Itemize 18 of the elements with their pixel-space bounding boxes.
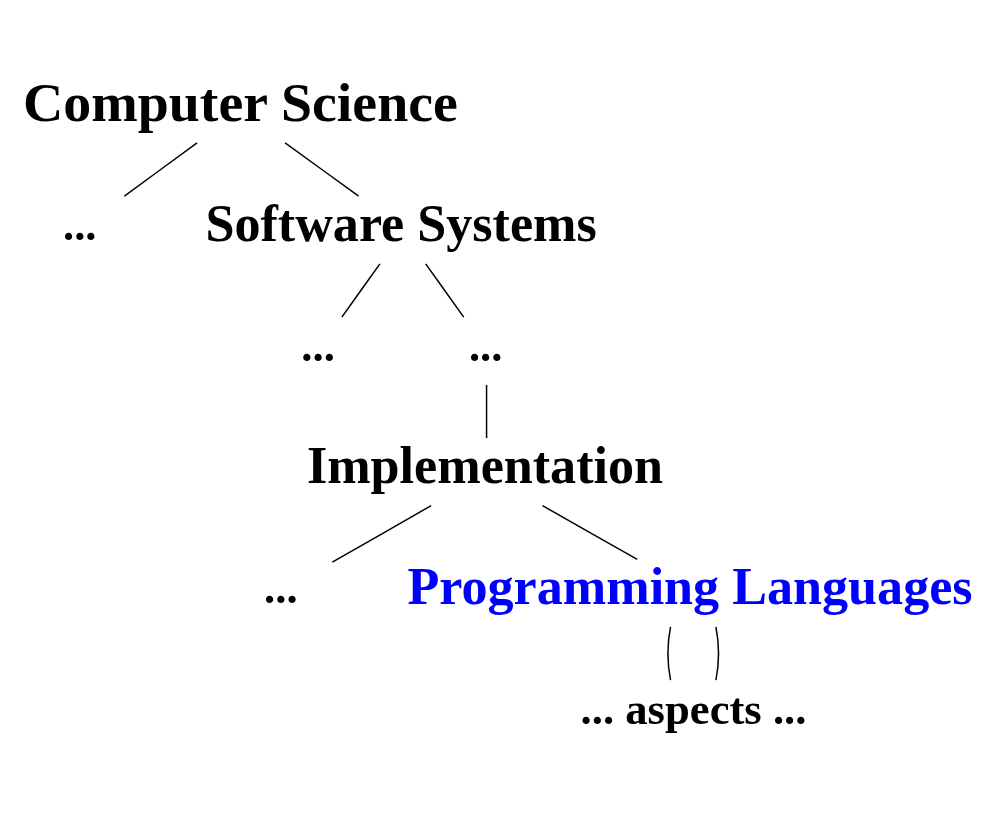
connector bbox=[541, 504, 638, 561]
connector bbox=[123, 142, 198, 197]
node-text: ... aspects ... bbox=[580, 683, 807, 734]
connector bbox=[424, 263, 465, 318]
connector bbox=[715, 626, 720, 681]
connector bbox=[284, 142, 360, 197]
connector bbox=[667, 626, 672, 681]
connector bbox=[485, 384, 488, 439]
node-text: ... bbox=[63, 199, 97, 250]
node-text: Programming Languages bbox=[407, 558, 973, 616]
node-text: ... bbox=[468, 320, 503, 371]
node-text: Implementation bbox=[306, 436, 664, 494]
node-text: ... bbox=[301, 320, 335, 371]
node-text: Computer Science bbox=[22, 71, 458, 134]
node-text: ... bbox=[264, 562, 298, 613]
connector bbox=[341, 263, 381, 318]
connector bbox=[331, 504, 432, 563]
node-text: Software Systems bbox=[205, 194, 597, 252]
